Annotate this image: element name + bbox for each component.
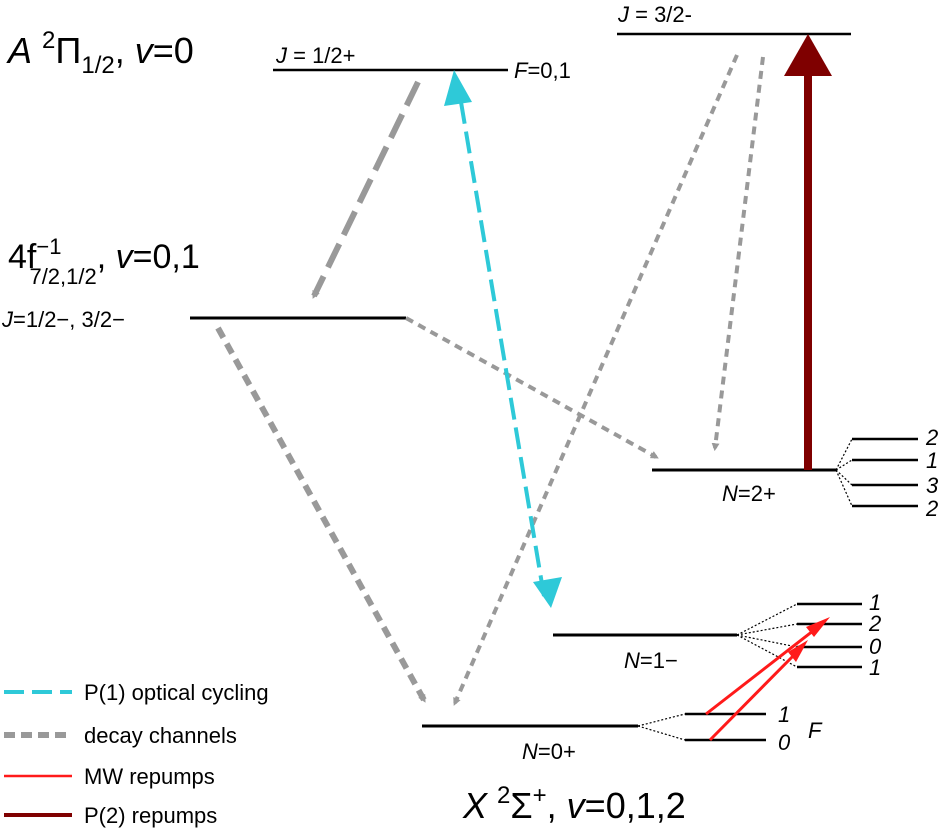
level-label-A-J12: J = 1/2+	[275, 43, 356, 68]
legend-label-p2: P(2) repumps	[84, 803, 217, 828]
p2-arrowhead	[784, 34, 832, 76]
level-label-A-J32: J = 3/2-	[617, 2, 692, 27]
p1-cycling-arrow	[444, 70, 562, 608]
decay-arrow-J32-to-N2	[711, 56, 765, 452]
cycling-arrowhead-up	[444, 70, 472, 106]
svg-text:1: 1	[869, 590, 881, 615]
decay-arrow-4f-to-N0	[215, 326, 427, 703]
decay-arrow-J32-to-N0	[453, 54, 739, 706]
mw-repumps	[705, 617, 830, 742]
hyperfine-N2	[835, 437, 918, 508]
mw-arrowhead-2	[788, 640, 808, 662]
svg-text:3: 3	[926, 473, 939, 498]
hyperfine-N1	[736, 602, 862, 669]
legend-label-cycling: P(1) optical cycling	[84, 680, 269, 705]
svg-text:1: 1	[869, 655, 881, 680]
legend-label-mw: MW repumps	[84, 764, 215, 789]
decay-arrow-4f-to-N2	[405, 316, 659, 459]
hyperfine-N0	[637, 712, 766, 742]
level-label-4f: J=1/2−, 3/2−	[1, 307, 125, 332]
decay-channels	[215, 54, 765, 706]
legend-label-decay: decay channels	[84, 723, 237, 748]
p2-repump-arrow	[784, 34, 832, 470]
svg-text:1: 1	[926, 448, 938, 473]
level-label-N1: N=1−	[624, 648, 678, 673]
cycling-arrowhead-down	[533, 577, 562, 608]
svg-text:0: 0	[778, 730, 791, 755]
f-header-label: F	[808, 718, 823, 743]
svg-text:2: 2	[868, 611, 881, 636]
decay-arrow-A-to-4f	[311, 80, 421, 299]
svg-text:2: 2	[925, 496, 938, 521]
hyperfine-labels-N0: 1 0	[778, 702, 791, 755]
level-label-A-F: F=0,1	[514, 58, 571, 83]
svg-text:0: 0	[869, 634, 882, 659]
hyperfine-labels-N2: 2 1 3 2	[925, 425, 939, 521]
level-label-N0: N=0+	[522, 739, 576, 764]
level-label-N2: N=2+	[722, 481, 776, 506]
svg-text:2: 2	[925, 425, 938, 450]
hyperfine-labels-N1: 1 2 0 1	[868, 590, 882, 680]
mw-arrowhead-1	[806, 617, 830, 637]
legend: P(1) optical cycling decay channels MW r…	[4, 680, 269, 828]
svg-text:1: 1	[778, 702, 790, 727]
